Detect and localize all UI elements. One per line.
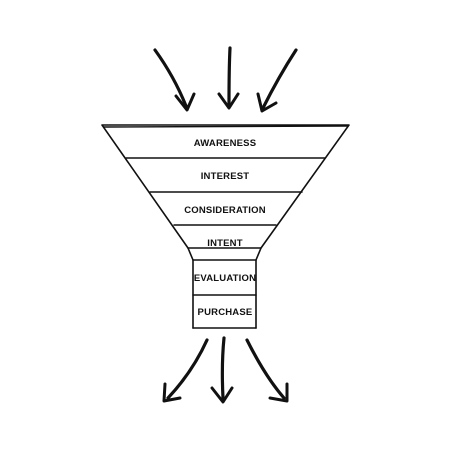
stage-labels: AWARENESS INTEREST CONSIDERATION INTENT … [184, 138, 266, 318]
incoming-arrow-right [256, 48, 298, 113]
outgoing-arrow-center [210, 336, 234, 404]
stage-label-evaluation: EVALUATION [194, 273, 256, 284]
incoming-arrow-center [217, 46, 240, 110]
stage-label-awareness: AWARENESS [194, 138, 257, 149]
incoming-arrows [153, 46, 298, 113]
incoming-arrow-left [153, 48, 196, 112]
stage-label-interest: INTEREST [201, 171, 250, 182]
outgoing-arrow-right [245, 338, 289, 403]
outgoing-arrows [162, 336, 289, 404]
stage-label-consideration: CONSIDERATION [184, 205, 266, 216]
stage-label-purchase: PURCHASE [198, 307, 253, 318]
funnel-neck [187, 247, 262, 329]
outgoing-arrow-left [162, 338, 209, 403]
stage-label-intent: INTENT [207, 238, 243, 249]
